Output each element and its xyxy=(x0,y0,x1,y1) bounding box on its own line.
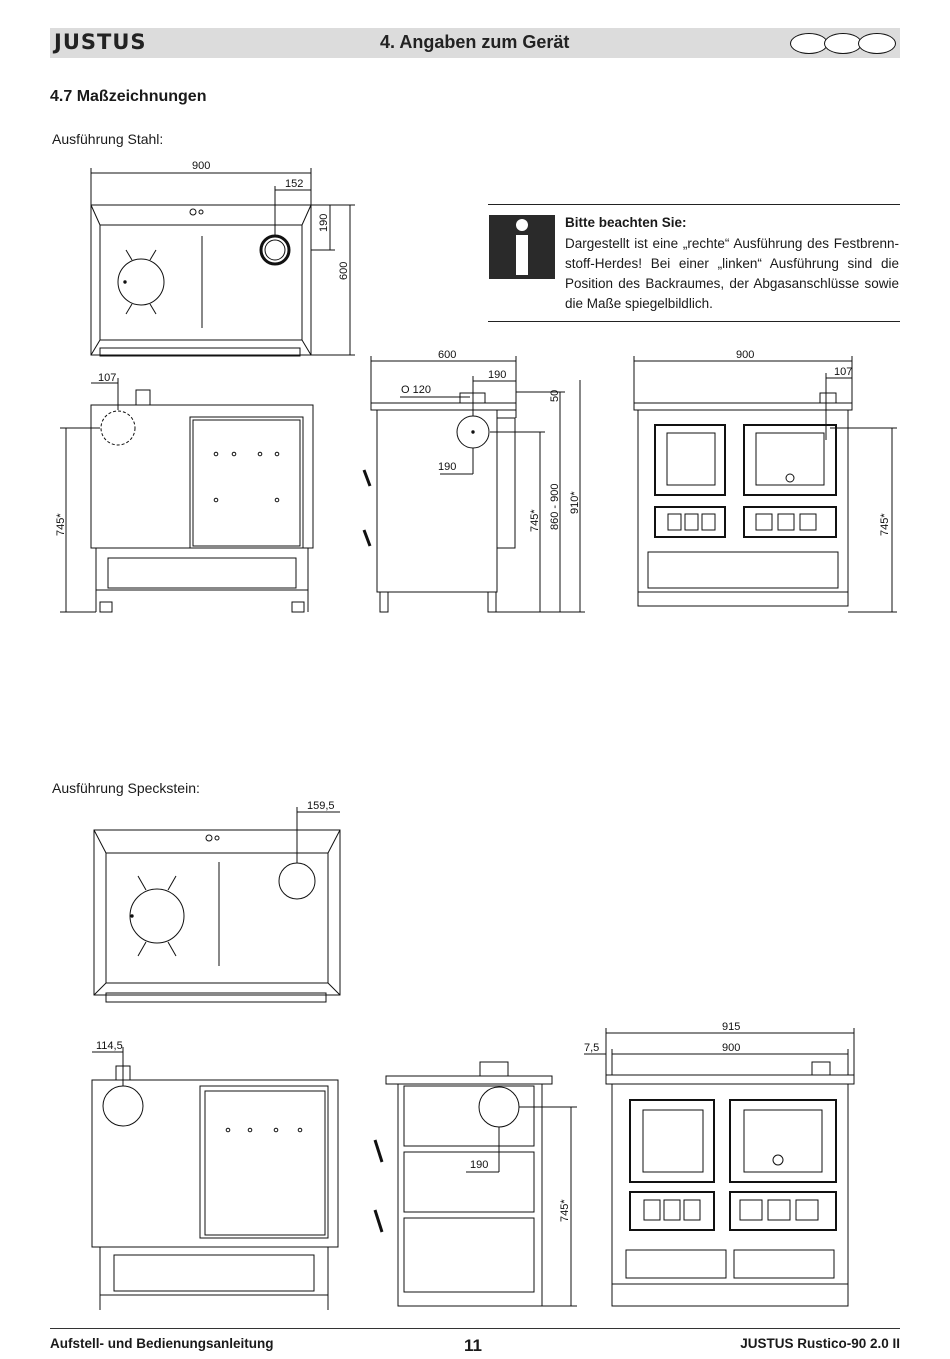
dim-steel-side-depth: 600 xyxy=(438,349,456,361)
language-ovals xyxy=(790,33,896,54)
note-title: Bitte beachten Sie: xyxy=(565,215,687,230)
dim-steel-side-flue-height: 190 xyxy=(438,461,456,473)
dim-stone-front-width-total: 915 xyxy=(722,1021,740,1033)
footer-product-name: JUSTUS Rustico-90 2.0 II xyxy=(740,1336,900,1351)
dim-steel-side-flue-dia: O 120 xyxy=(401,384,431,396)
steel-front-view: 900 107 745* xyxy=(633,349,897,613)
dim-stone-side-height: 745* xyxy=(559,1199,571,1222)
dim-steel-top-flue-y: 190 xyxy=(318,214,330,232)
dim-steel-side-height: 745* xyxy=(529,509,541,532)
dim-steel-side-total: 910* xyxy=(569,491,581,514)
dim-stone-top-flue-x: 159,5 xyxy=(307,800,335,812)
dim-stone-back-flue-x: 114,5 xyxy=(96,1040,123,1052)
dim-steel-back-flue-x: 107 xyxy=(98,372,116,384)
dim-steel-top-width: 900 xyxy=(192,160,210,172)
dim-steel-front-height: 745* xyxy=(879,513,891,536)
page-number: 11 xyxy=(464,1336,482,1355)
dim-steel-side-height-range: 860 - 900 xyxy=(549,484,561,530)
dim-steel-front-flue-x: 107 xyxy=(834,366,852,378)
oval-3 xyxy=(858,33,896,54)
dim-steel-side-top: 50 xyxy=(549,390,561,402)
dim-stone-front-offset: 7,5 xyxy=(584,1042,599,1054)
chapter-title: 4. Angaben zum Gerät xyxy=(380,32,570,52)
info-icon xyxy=(489,215,555,279)
steel-back-view: 107 745* xyxy=(55,372,314,613)
stone-side-view: 190 745* xyxy=(373,1061,577,1307)
dim-steel-top-flue-x: 152 xyxy=(285,178,303,190)
dim-stone-side-flue-height: 190 xyxy=(470,1159,488,1171)
dim-stone-front-width: 900 xyxy=(722,1042,740,1054)
footer-document-title: Aufstell- und Bedienungsanleitung xyxy=(50,1336,274,1351)
dim-steel-back-height: 745* xyxy=(55,513,67,536)
note-text: Dargestellt ist eine „rechte“ Ausführung… xyxy=(565,236,899,311)
dim-steel-side-flue-x: 190 xyxy=(488,369,506,381)
page-header: JUSTUS 4. Angaben zum Gerät xyxy=(50,28,900,58)
stone-top-view: 159,5 xyxy=(93,800,341,1003)
stone-back-view: 114,5 xyxy=(91,1040,339,1310)
steel-top-view: 900 152 190 600 xyxy=(90,160,355,357)
footer-divider xyxy=(50,1328,900,1329)
info-note: Bitte beachten Sie: Dargestellt ist eine… xyxy=(488,204,900,322)
steel-side-view: 600 O 120 190 50 190 745* 860 - 900 910* xyxy=(362,349,585,613)
variant-steel-label: Ausführung Stahl: xyxy=(52,131,164,147)
dim-steel-front-width: 900 xyxy=(736,349,754,361)
dim-steel-top-depth: 600 xyxy=(338,262,350,280)
justus-logo: JUSTUS xyxy=(54,30,147,54)
stone-front-view: 915 900 7,5 xyxy=(584,1021,855,1307)
section-title: 4.7 Maßzeichnungen xyxy=(50,88,207,105)
variant-soapstone-label: Ausführung Speckstein: xyxy=(52,780,200,796)
